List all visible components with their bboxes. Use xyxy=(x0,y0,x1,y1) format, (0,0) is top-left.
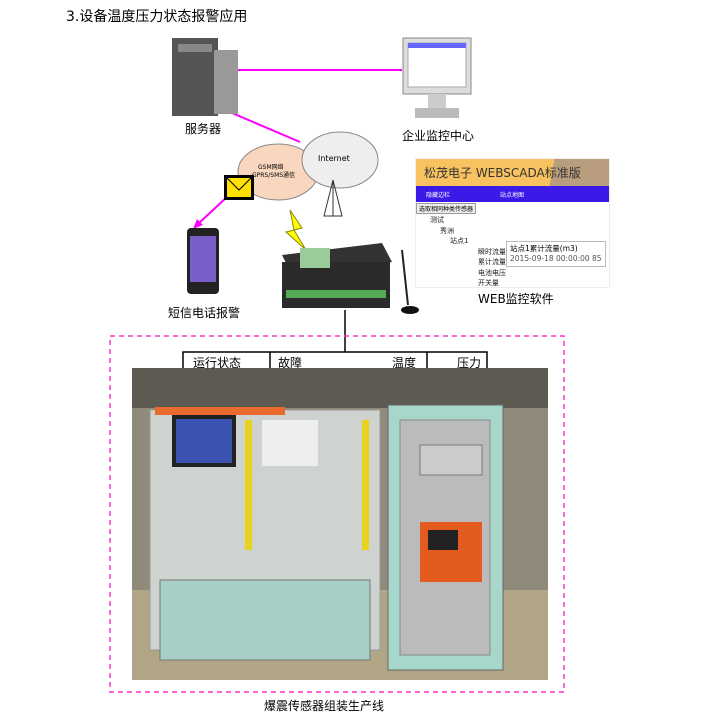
production-line-photo xyxy=(132,368,548,680)
signal-temperature: 温度 xyxy=(392,356,417,370)
tooltip-title: 站点1累计流量(m3) xyxy=(510,244,578,253)
sms-link xyxy=(197,195,229,225)
web-nav-item: 隐藏边栏 xyxy=(426,192,451,199)
tree-item: 累计流量 xyxy=(478,258,506,266)
internet-label: Internet xyxy=(318,154,350,163)
arrow-head xyxy=(193,219,203,229)
tree-item: 秀洲 xyxy=(440,226,454,235)
web-scada-screenshot: 松茂电子 WEBSCADA标准版 隐藏边栏 站点地图 选取相同种类传感器 测试 秀… xyxy=(415,158,610,288)
rtu-device xyxy=(282,243,419,314)
tower-icon xyxy=(323,179,343,217)
web-button: 选取相同种类传感器 xyxy=(416,203,477,214)
tree-item: 开关量 xyxy=(478,279,499,287)
tree-item: 测试 xyxy=(430,216,444,224)
production-line-label: 爆震传感器组装生产线 xyxy=(264,699,385,713)
chart-tooltip: 站点1累计流量(m3)2015-09-18 00:00:00 85 xyxy=(506,241,606,267)
gsm-label-1: GSM网络 xyxy=(258,164,284,171)
production-line-box xyxy=(109,335,565,693)
monitor-icon xyxy=(402,37,472,118)
tooltip-value: 2015-09-18 00:00:00 85 xyxy=(510,254,602,263)
server-icon xyxy=(172,38,238,116)
sms-label: 短信电话报警 xyxy=(168,306,241,320)
tree-item: 站点1 xyxy=(450,237,469,245)
signal-fault: 故障 xyxy=(278,356,303,370)
web-nav-item: 站点地图 xyxy=(500,192,525,199)
lightning-icon xyxy=(284,209,307,251)
web-title: 松茂电子 WEBSCADA标准版 xyxy=(416,159,609,186)
tree-item: 瞬时流量 xyxy=(478,247,506,256)
server-cloud-link xyxy=(231,112,301,143)
phone-icon xyxy=(187,228,219,294)
web-software-label: WEB监控软件 xyxy=(478,292,554,306)
server-label: 服务器 xyxy=(185,122,222,136)
center-label: 企业监控中心 xyxy=(402,129,475,143)
tree-item: 电池电压 xyxy=(478,268,506,277)
signal-pressure: 压力 xyxy=(457,356,482,370)
internet-cloud xyxy=(301,131,379,189)
gsm-label-2: GPRS/SMS通信 xyxy=(252,172,296,179)
page-title: 3.设备温度压力状态报警应用 xyxy=(66,9,248,25)
signal-run-state: 运行状态 xyxy=(193,356,242,370)
envelope-icon xyxy=(224,175,254,200)
